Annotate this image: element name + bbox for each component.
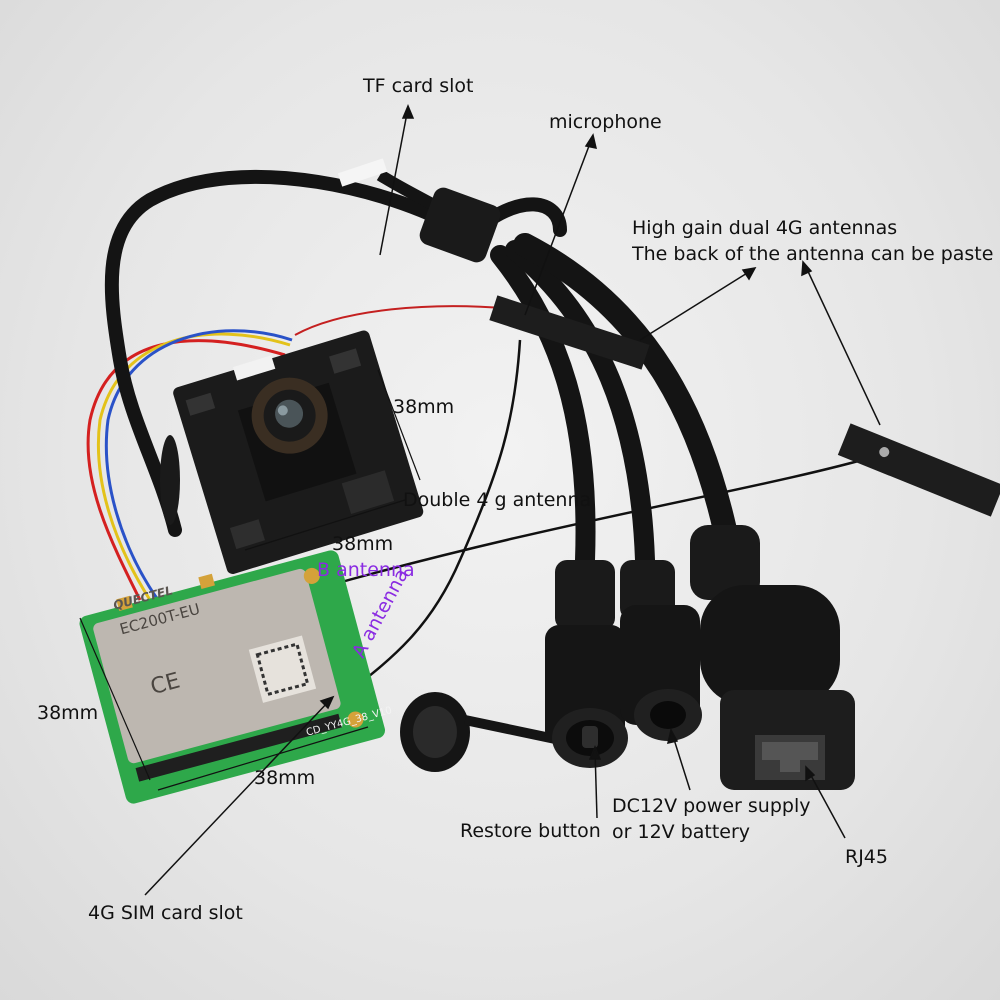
rj45-cable (513, 233, 737, 542)
cable-splitter (419, 187, 501, 263)
red-wire (86, 339, 286, 601)
restore-connector (545, 560, 628, 768)
mic-red-wire (294, 305, 526, 336)
dc-power-connector (620, 560, 702, 741)
board-width-label: 38mm (254, 767, 316, 789)
dc12v-label-line2: or 12V battery (612, 821, 751, 843)
rj45-label: RJ45 (845, 846, 888, 868)
dc12v-label-line1: DC12V power supply (612, 795, 811, 817)
board-height-label: 38mm (37, 702, 99, 724)
antenna-b-patch (837, 423, 1000, 517)
restore-cable (490, 245, 596, 570)
annotation-arrows (79, 104, 881, 896)
4g-board (79, 550, 386, 804)
a-antenna-wire (344, 339, 522, 696)
power-cable (505, 240, 655, 570)
dust-cap-strap (463, 715, 562, 745)
yellow-wire (96, 332, 291, 601)
blue-wire (104, 329, 293, 601)
camera-height-label: 38mm (332, 533, 394, 555)
camera-width-label: 38mm (393, 396, 455, 418)
double-4g-antenna-label: Double 4 g antenna (403, 489, 592, 511)
antennas-label-line2: The back of the antenna can be paste (632, 244, 994, 265)
antenna-a-patch (489, 295, 650, 370)
restore-button-label: Restore button (460, 820, 601, 842)
microphone-label: microphone (549, 111, 662, 133)
cable-label-tag (337, 158, 388, 187)
main-cable (104, 169, 477, 537)
antennas-label-line1: High gain dual 4G antennas (632, 217, 898, 239)
rj45-connector (690, 525, 855, 790)
camera-board (173, 330, 424, 574)
tf-card-slot-label: TF card slot (363, 75, 474, 97)
sim-card-slot-label: 4G SIM card slot (88, 902, 243, 924)
b-antenna-label: B antenna (317, 559, 415, 581)
heat-shrink (160, 435, 180, 525)
